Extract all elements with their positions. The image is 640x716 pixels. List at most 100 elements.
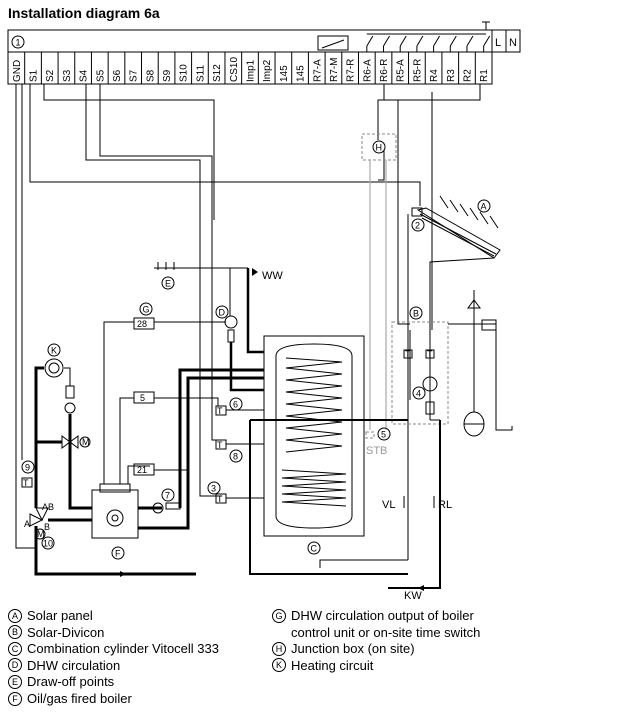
legend-text: Junction box (on site) [291,641,415,657]
solar-divicon: B T T 4 [250,306,449,425]
legend-text: Solar-Divicon [27,624,105,640]
junction-box: H 5 STB [361,133,397,457]
legend-item: B Solar-Divicon [8,625,104,640]
legend-item: A Solar panel [8,608,93,623]
legend-key: K [272,658,286,673]
valve-ab: AB [42,502,54,512]
relay-switch [433,35,441,47]
terminal-label: R7-R [346,59,357,82]
ww-label: WW [262,270,283,282]
terminal-label: 145 [296,65,307,82]
terminal-label: R5-A [396,59,407,82]
relay-switch [383,35,390,47]
terminal-label: R6-A [362,59,373,82]
sensor-t-6: T [217,406,223,416]
terminal-label: R4 [429,69,440,82]
stb-label: STB [366,445,387,457]
legend-item: E Draw-off points [8,674,114,689]
divicon-t-right: T [427,349,433,359]
cylinder-sensors: T 6 T 8 T 3 [207,397,264,504]
mixer-m: M [82,437,90,447]
marker-k: K [51,346,57,356]
legend-text: control unit or on-site time switch [291,624,481,640]
sun-ray [439,195,449,209]
terminal-label: S11 [195,65,206,82]
terminal-label: GND [12,60,23,82]
legend-key: C [8,641,22,656]
valve-b: B [44,522,50,532]
legend-key: H [272,641,286,656]
terminal-label: S8 [145,69,156,82]
marker-g: G [143,305,150,315]
terminal-block-marker: 1 [16,38,21,48]
number-9: 9 [25,463,30,473]
relay-switch [483,35,491,47]
boiler-circuit: 7 KW VL RL [138,368,452,602]
vl-label: VL [382,499,395,511]
legend-key: B [8,625,22,640]
solar-panel: A 2 [407,195,501,560]
sensor-t-8: T [217,440,223,450]
marker-d: D [219,308,226,318]
number-10: 10 [43,539,53,549]
control-wiring [15,84,481,549]
legend-item: H Junction box (on site) [272,641,415,656]
combination-cylinder: C [263,335,365,555]
legend-text: DHW circulation output of boiler [291,608,474,623]
legend-key: A [8,608,22,623]
legend-text: Heating circuit [291,657,374,673]
terminal-label: 145 [279,65,290,82]
legend-key: E [8,674,22,689]
legend-text: Oil/gas fired boiler [27,691,132,706]
dhw-circulation-output: 28 G 5 [103,302,226,484]
mains-l: L [495,37,501,49]
dhw-lines: E WW D [154,262,283,392]
terminal-label: S6 [112,69,123,82]
relay-switch [449,35,457,47]
legend-text: DHW circulation [27,657,121,673]
legend-item: C Combination cylinder Vitocell 333 [8,641,219,656]
number-3: 3 [211,484,216,494]
number-2: 2 [415,221,420,231]
terminal-label: S10 [179,64,190,82]
terminal-label: S2 [45,69,56,82]
legend-text: Solar panel [27,608,93,623]
terminal-label: S1 [29,69,40,82]
diagram-title: Installation diagram 6a [8,5,160,21]
valve-m: M [37,529,45,539]
terminal-label: R6-R [379,59,390,82]
sun-ray [469,207,479,221]
terminal-label: CS10 [229,57,240,82]
relay-switch [466,35,474,47]
sun-ray [489,215,499,229]
marker-c: C [311,544,318,554]
sun-ray [449,199,459,213]
marker-h: H [376,143,383,153]
terminal-label: R2 [462,69,473,82]
terminal-label: R1 [479,69,490,82]
legend-key: D [8,658,22,673]
relay-switch [416,35,424,47]
sun-ray [479,211,489,225]
relay-switch [399,35,407,47]
mains-n: N [509,37,517,49]
marker-f: F [115,549,121,559]
terminal-label: Imp2 [262,59,273,82]
marker-a: A [481,202,487,212]
legend-text: Draw-off points [27,674,115,690]
number-6: 6 [233,400,238,410]
terminal-label: S4 [79,69,90,82]
box-5: 5 [140,393,145,403]
terminal-label: S3 [62,69,73,82]
legend-text: Combination cylinder Vitocell 333 [27,641,219,657]
terminal-label: S12 [212,64,223,82]
terminal-label: R7-M [329,58,340,82]
boiler: F 21 [91,463,188,560]
terminal-label: R7-A [312,59,323,82]
number-7: 7 [165,491,170,501]
